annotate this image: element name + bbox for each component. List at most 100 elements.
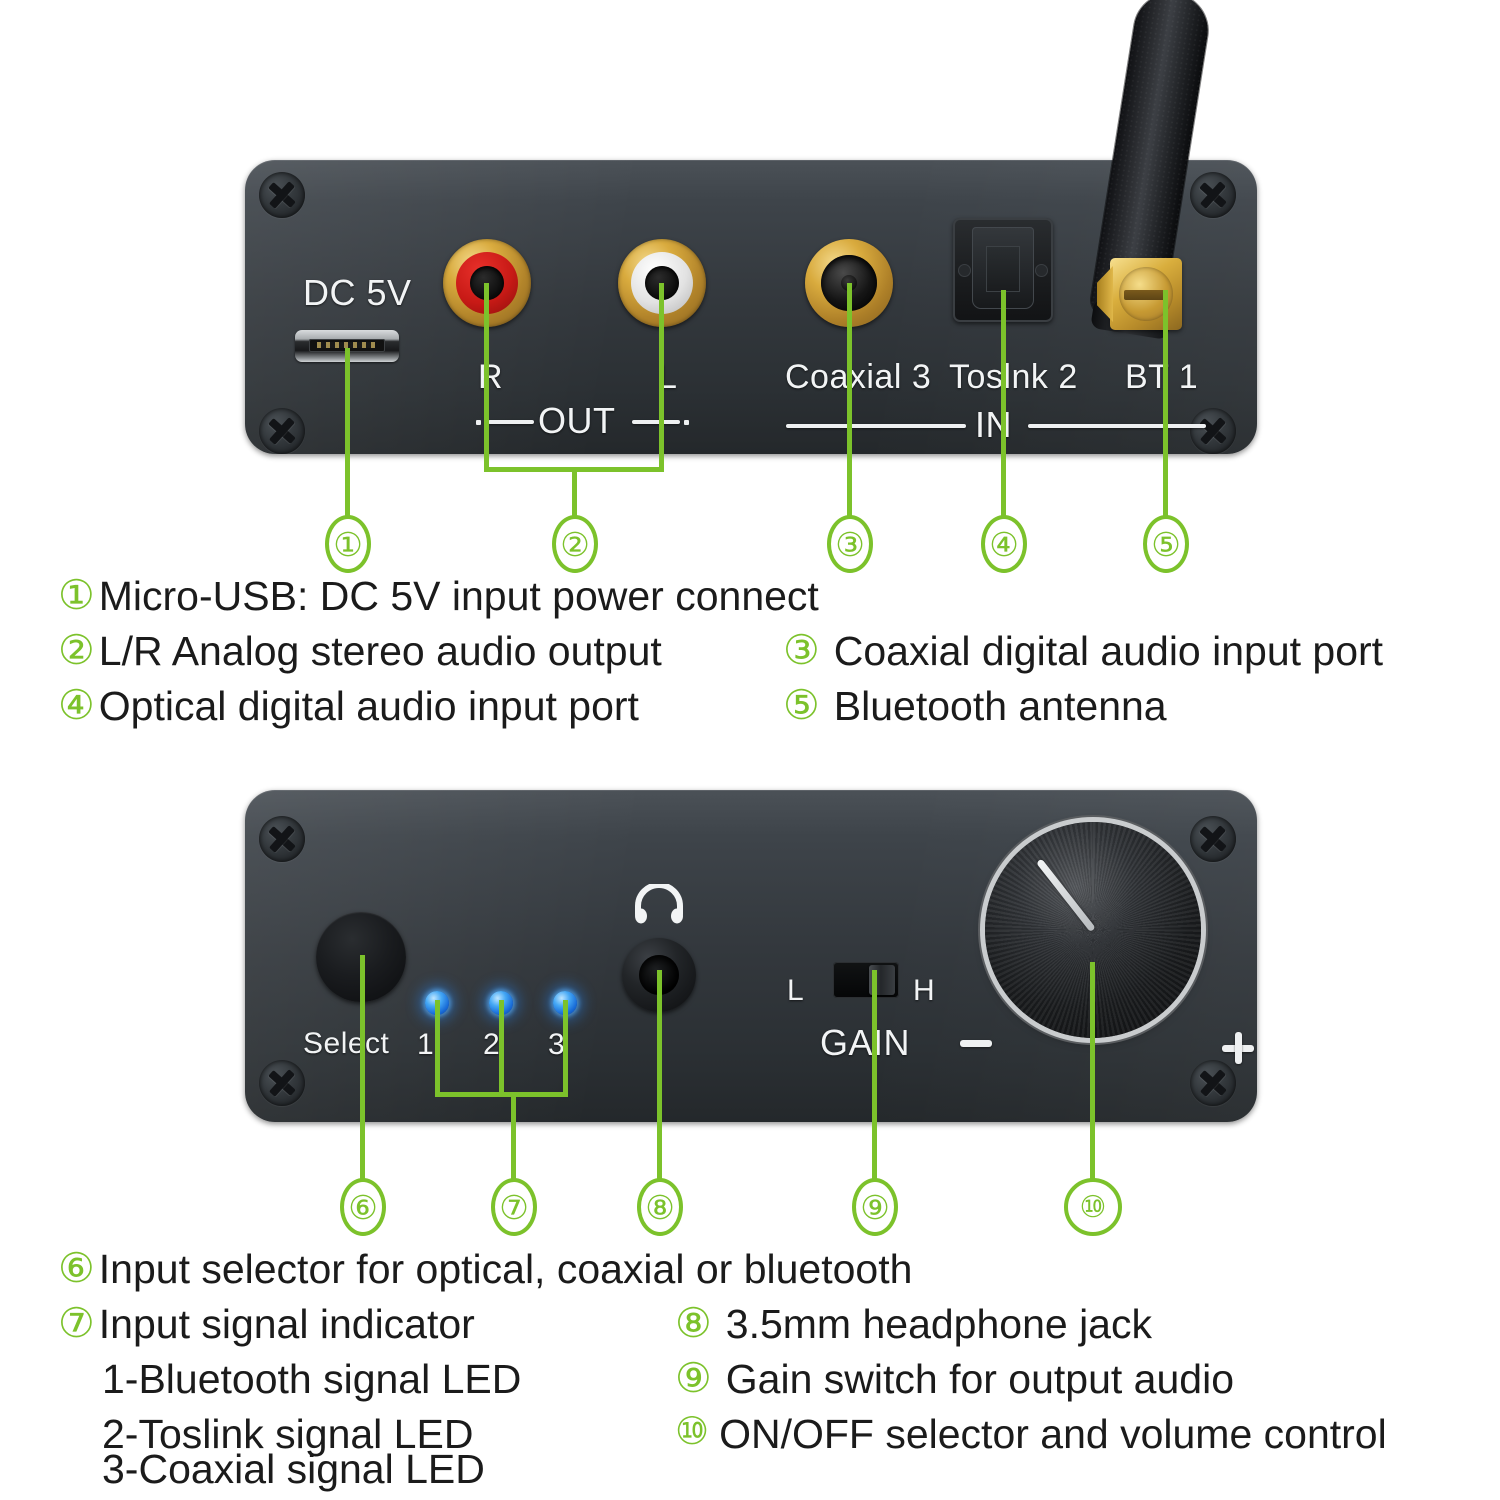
- out-rule-left: [488, 420, 534, 424]
- headphones-icon: [635, 884, 683, 924]
- gain-label: GAIN: [820, 1022, 911, 1063]
- legend-row-3-wrap: ③ Coaxial digital audio input port: [783, 627, 1384, 674]
- leader-4: [1001, 290, 1006, 518]
- legend-row-5: ⑤ Bluetooth antenna: [783, 682, 1167, 729]
- legend-top: ① Micro-USB: DC 5V input power connect: [58, 572, 819, 619]
- out-rule-tick-right: [684, 420, 689, 425]
- gain-high-label: H: [913, 974, 936, 1007]
- leader-7-b: [499, 1000, 504, 1096]
- legend-text-8: 3.5mm headphone jack: [725, 1301, 1152, 1347]
- out-rule-tick-left: [476, 420, 481, 425]
- callout-6: ⑥: [340, 1178, 386, 1236]
- legend-sub-2: 2-Toslink signal LED: [102, 1411, 474, 1457]
- in-label: IN: [975, 404, 1012, 445]
- legend-row-6: ⑥ Input selector for optical, coaxial or…: [58, 1245, 913, 1292]
- led-2-label: 2: [483, 1028, 501, 1061]
- legend-row-1: ① Micro-USB: DC 5V input power connect: [58, 572, 819, 619]
- screw-top-left: [259, 172, 305, 218]
- legend-row-2-wrap: ② L/R Analog stereo audio output: [58, 627, 662, 674]
- callout-5: ⑤: [1143, 515, 1189, 573]
- legend-row-4: ④ Optical digital audio input port: [58, 682, 639, 729]
- volume-knob-pointer: [1036, 858, 1096, 933]
- legend-text-4: Optical digital audio input port: [98, 683, 639, 729]
- callout-7: ⑦: [491, 1178, 537, 1236]
- leader-2-right: [659, 283, 664, 470]
- leader-10: [1090, 962, 1095, 1185]
- legend-row-10: ⑩ ON/OFF selector and volume control: [675, 1411, 1387, 1457]
- legend-bottom-row-6-wrap: ⑥ Input selector for optical, coaxial or…: [58, 1245, 913, 1292]
- screw-front-top-right: [1190, 816, 1236, 862]
- out-label: OUT: [538, 400, 616, 441]
- legend-bottom-row-9-wrap: ⑨ Gain switch for output audio: [675, 1355, 1235, 1402]
- in-rule-left: [786, 424, 966, 428]
- legend-num-6: ⑥: [58, 1245, 95, 1291]
- legend-row-7: ⑦ Input signal indicator: [58, 1300, 475, 1347]
- legend-text-2: L/R Analog stereo audio output: [98, 628, 662, 674]
- legend-sub-3-wrap: 3-Coaxial signal LED: [58, 1446, 485, 1492]
- screw-front-bottom-right: [1190, 1060, 1236, 1106]
- legend-sub-3: 3-Coaxial signal LED: [102, 1446, 485, 1492]
- legend-num-3: ③: [783, 627, 820, 673]
- leader-3: [847, 283, 852, 518]
- screw-front-bottom-left: [259, 1060, 305, 1106]
- toslink-label: Toslnk 2: [949, 358, 1078, 396]
- callout-2: ②: [552, 515, 598, 573]
- screw-top-right: [1190, 172, 1236, 218]
- leader-7-c: [563, 1000, 568, 1096]
- micro-usb-pins: [317, 342, 375, 348]
- leader-6: [360, 955, 365, 1185]
- legend-text-9: Gain switch for output audio: [725, 1356, 1235, 1402]
- leader-2-left: [484, 283, 489, 470]
- legend-num-9: ⑨: [675, 1355, 712, 1401]
- screw-bottom-left: [259, 408, 305, 454]
- rear-panel: [245, 160, 1257, 454]
- legend-bottom-row-7-wrap: ⑦ Input signal indicator: [58, 1300, 475, 1347]
- sma-antenna-connector[interactable]: [1097, 258, 1182, 330]
- out-rule-right: [632, 420, 680, 424]
- legend-text-10: ON/OFF selector and volume control: [719, 1411, 1387, 1457]
- legend-num-8: ⑧: [675, 1300, 712, 1346]
- leader-2-stem: [572, 467, 577, 518]
- bt-label: BT 1: [1125, 358, 1199, 396]
- callout-1: ①: [325, 515, 371, 573]
- callout-9: ⑨: [852, 1178, 898, 1236]
- legend-bottom-row-10-wrap: ⑩ ON/OFF selector and volume control: [675, 1411, 1387, 1457]
- legend-num-2: ②: [58, 627, 95, 673]
- legend-text-5: Bluetooth antenna: [833, 683, 1167, 729]
- legend-row-3: ③ Coaxial digital audio input port: [783, 627, 1384, 674]
- leader-8: [657, 970, 662, 1185]
- legend-row-2: ② L/R Analog stereo audio output: [58, 627, 662, 674]
- legend-row-9: ⑨ Gain switch for output audio: [675, 1355, 1235, 1402]
- screw-bottom-right: [1190, 408, 1236, 454]
- legend-text-1: Micro-USB: DC 5V input power connect: [98, 573, 819, 619]
- legend-sub-2-wrap: 2-Toslink signal LED: [58, 1411, 474, 1457]
- legend-text-7: Input signal indicator: [98, 1301, 475, 1347]
- gain-switch[interactable]: [833, 962, 899, 998]
- legend-row-5-wrap: ⑤ Bluetooth antenna: [783, 682, 1167, 729]
- leader-1: [345, 348, 350, 518]
- led-1-label: 1: [417, 1028, 435, 1061]
- callout-4: ④: [981, 515, 1027, 573]
- callout-10: ⑩: [1064, 1178, 1122, 1236]
- leader-7-stem: [511, 1092, 516, 1185]
- legend-row-8: ⑧ 3.5mm headphone jack: [675, 1300, 1152, 1347]
- callout-3: ③: [827, 515, 873, 573]
- gain-low-label: L: [787, 974, 805, 1007]
- plus-icon: [1222, 1032, 1254, 1064]
- legend-num-1: ①: [58, 572, 95, 618]
- coaxial-label: Coaxial 3: [785, 358, 932, 396]
- legend-num-7: ⑦: [58, 1300, 95, 1346]
- legend-num-4: ④: [58, 682, 95, 728]
- legend-text-6: Input selector for optical, coaxial or b…: [98, 1246, 913, 1292]
- legend-num-5: ⑤: [783, 682, 820, 728]
- callout-8: ⑧: [637, 1178, 683, 1236]
- legend-text-3: Coaxial digital audio input port: [833, 628, 1384, 674]
- legend-sub-1: 1-Bluetooth signal LED: [102, 1356, 522, 1402]
- leader-7-bridge: [435, 1092, 568, 1097]
- legend-row-4-wrap: ④ Optical digital audio input port: [58, 682, 639, 729]
- leader-5: [1163, 290, 1168, 518]
- legend-num-10: ⑩: [675, 1411, 710, 1453]
- dc5v-label: DC 5V: [303, 272, 412, 313]
- leader-7-a: [435, 1000, 440, 1096]
